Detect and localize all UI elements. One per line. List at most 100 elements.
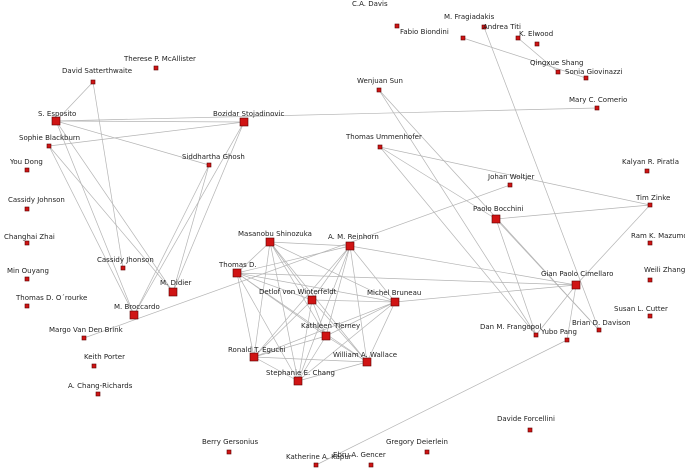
- edge-ses-mdi: [55, 120, 174, 293]
- node-wsu[interactable]: [376, 87, 382, 93]
- node-mbr[interactable]: [390, 297, 400, 307]
- node-bdd[interactable]: [596, 327, 602, 333]
- node-wzh[interactable]: [647, 277, 653, 283]
- node-cad[interactable]: [394, 23, 400, 29]
- edge-thd-reg: [236, 272, 255, 358]
- node-label-tzi: Tim Zinke: [635, 194, 670, 202]
- edge-dvw-wwa: [311, 299, 368, 363]
- node-label-slc: Susan L. Cutter: [614, 305, 668, 313]
- node-ses[interactable]: [51, 116, 61, 126]
- edge-dvw-mbr: [311, 299, 396, 303]
- node-label-kel: K. Elwood: [519, 30, 553, 38]
- edge-reg-sch: [253, 356, 299, 382]
- edge-ame-mbr: [349, 245, 396, 303]
- node-kel[interactable]: [534, 41, 540, 47]
- node-label-wzh: Weili Zhang: [644, 266, 685, 274]
- node-label-bdd: Brian D. Davison: [572, 319, 631, 327]
- node-kti[interactable]: [321, 331, 331, 341]
- node-fbi[interactable]: [460, 35, 466, 41]
- node-dmf[interactable]: [533, 332, 539, 338]
- edge-ses-sgh: [55, 120, 210, 166]
- node-tmc[interactable]: [153, 65, 159, 71]
- edge-tum-dmf: [379, 146, 537, 336]
- node-cag[interactable]: [368, 462, 374, 468]
- edge-thd-dvw: [236, 272, 313, 301]
- node-msh[interactable]: [265, 237, 275, 247]
- node-kap[interactable]: [313, 462, 319, 468]
- node-sgh[interactable]: [206, 162, 212, 168]
- node-mbo[interactable]: [129, 310, 139, 320]
- node-gde[interactable]: [424, 449, 430, 455]
- node-qsh[interactable]: [555, 69, 561, 75]
- edge-mfr-bdd: [483, 26, 600, 331]
- node-ypa[interactable]: [564, 337, 570, 343]
- node-ati[interactable]: [515, 35, 521, 41]
- node-kpi[interactable]: [644, 168, 650, 174]
- node-ame[interactable]: [345, 241, 355, 251]
- node-label-thd: Thomas D.: [218, 261, 257, 269]
- node-label-ses: S. Esposito: [38, 110, 76, 118]
- edge-kti-reg: [253, 335, 327, 358]
- node-kpo[interactable]: [91, 363, 97, 369]
- node-mco[interactable]: [594, 105, 600, 111]
- node-mvb[interactable]: [81, 335, 87, 341]
- edge-sgh-mdi: [172, 164, 210, 293]
- edge-ame-wwa: [349, 245, 368, 363]
- node-slc[interactable]: [647, 313, 653, 319]
- edge-ame-thd: [236, 245, 351, 274]
- edge-ati-qsh: [517, 37, 559, 73]
- edge-dvw-kti: [311, 299, 327, 337]
- edge-ypa-kap: [315, 339, 568, 466]
- node-layer: [24, 23, 653, 468]
- edge-thd-sch: [236, 272, 299, 382]
- edge-tum-pbo: [379, 146, 497, 220]
- node-mdi[interactable]: [168, 287, 178, 297]
- node-label-tum: Thomas Ummenhofer: [345, 133, 422, 141]
- node-myo[interactable]: [24, 276, 30, 282]
- node-cjo[interactable]: [24, 206, 30, 212]
- node-label-sbl: Sophie Blackburn: [19, 134, 80, 142]
- node-wwa[interactable]: [362, 357, 372, 367]
- node-sgl[interactable]: [583, 75, 589, 81]
- edge-ame-dvw: [311, 245, 351, 301]
- node-ydo[interactable]: [24, 167, 30, 173]
- node-gpc[interactable]: [571, 280, 581, 290]
- node-label-cag: Ebru A. Gencer: [333, 451, 386, 459]
- node-label-qsh: Qingxue Shang: [530, 59, 584, 67]
- node-label-gpc: Gian Paolo Cimellaro: [541, 270, 613, 278]
- node-acr[interactable]: [95, 391, 101, 397]
- node-thd[interactable]: [232, 268, 242, 278]
- node-dfo[interactable]: [527, 427, 533, 433]
- edge-msh-dvw: [269, 241, 313, 301]
- node-mfr[interactable]: [481, 24, 487, 30]
- node-reg[interactable]: [249, 352, 259, 362]
- edge-mbr-kti: [325, 301, 396, 337]
- node-jwo[interactable]: [507, 182, 513, 188]
- node-bge[interactable]: [226, 449, 232, 455]
- node-dvw[interactable]: [307, 295, 317, 305]
- node-label-msh: Masanobu Shinozuka: [238, 230, 312, 238]
- node-pbo[interactable]: [491, 214, 501, 224]
- edge-pbo-bdd: [495, 218, 600, 331]
- node-label-wsu: Wenjuan Sun: [357, 77, 403, 85]
- node-label-dmf: Dan M. Frangopol: [480, 323, 541, 331]
- node-sbl[interactable]: [46, 143, 52, 149]
- node-tzi[interactable]: [647, 202, 653, 208]
- edge-thd-mbr: [236, 272, 396, 303]
- node-tum[interactable]: [377, 144, 383, 150]
- node-dsa[interactable]: [90, 79, 96, 85]
- edge-ses-mco: [55, 107, 598, 122]
- node-label-mvb: Margo Van Den Brink: [49, 326, 124, 334]
- edge-tum-tzi: [379, 146, 651, 206]
- node-label-kpo: Keith Porter: [84, 353, 125, 361]
- node-sch[interactable]: [293, 376, 303, 386]
- edge-ame-reg: [253, 245, 351, 358]
- edge-thd-gpc: [236, 272, 577, 286]
- node-rma[interactable]: [647, 240, 653, 246]
- edge-dvw-sch: [297, 299, 313, 382]
- node-tor[interactable]: [24, 303, 30, 309]
- node-cjh[interactable]: [120, 265, 126, 271]
- node-czh[interactable]: [24, 240, 30, 246]
- node-bst[interactable]: [239, 117, 249, 127]
